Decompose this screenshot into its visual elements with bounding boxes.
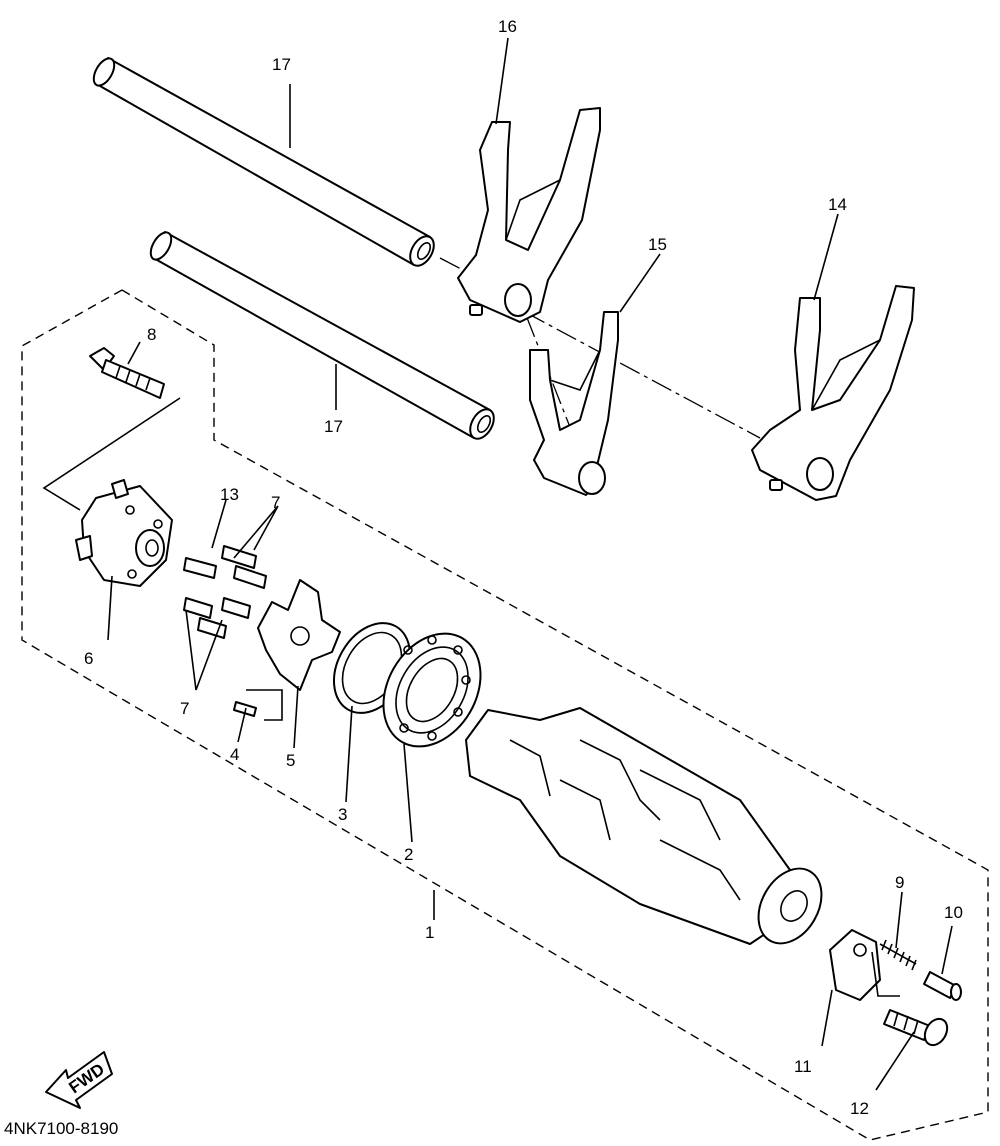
leader-pins-5 xyxy=(246,689,283,721)
label-part-17-lower: 17 xyxy=(324,417,343,436)
label-part-4: 4 xyxy=(230,745,239,764)
shift-fork-15 xyxy=(529,311,619,496)
fwd-arrow-icon: FWD xyxy=(45,1051,113,1109)
label-part-10: 10 xyxy=(944,903,963,922)
label-part-2: 2 xyxy=(404,845,413,864)
label-part-13: 13 xyxy=(220,485,239,504)
shift-drum-1 xyxy=(465,707,823,945)
label-part-6: 6 xyxy=(84,649,93,668)
shift-fork-16 xyxy=(457,107,601,323)
label-part-11: 11 xyxy=(794,1057,812,1076)
bearing-2 xyxy=(382,632,482,748)
label-part-16: 16 xyxy=(498,17,517,36)
label-part-12: 12 xyxy=(850,1099,869,1118)
shift-cam-segment-6 xyxy=(75,479,173,587)
part-labels: 1 2 3 4 5 6 7 7 8 9 10 11 12 13 14 15 16… xyxy=(84,17,963,1118)
bolt-8 xyxy=(89,347,165,399)
spring-9 xyxy=(879,939,917,971)
label-part-17-upper: 17 xyxy=(272,55,291,74)
leader-screw-12 xyxy=(871,951,900,997)
label-part-5: 5 xyxy=(286,751,295,770)
star-plate-5 xyxy=(257,579,341,691)
shift-fork-14 xyxy=(751,285,915,501)
pins-group xyxy=(183,545,267,639)
drawing-code: 4NK7100-8190 xyxy=(4,1119,118,1138)
label-part-14: 14 xyxy=(828,195,847,214)
label-part-7-upper: 7 xyxy=(271,493,280,512)
label-part-7-lower: 7 xyxy=(180,699,189,718)
shift-fork-shaft-lower xyxy=(149,231,495,440)
leader-lines xyxy=(107,37,953,1091)
label-part-3: 3 xyxy=(338,805,347,824)
screw-12 xyxy=(883,1009,949,1047)
stopper-plate-11 xyxy=(829,929,881,1001)
label-part-1: 1 xyxy=(425,923,434,942)
label-part-8: 8 xyxy=(147,325,156,344)
leader-bolt-8 xyxy=(42,397,181,511)
detent-pin-10 xyxy=(923,971,962,1001)
label-part-9: 9 xyxy=(895,873,904,892)
shift-fork-shaft-upper xyxy=(92,57,435,267)
assembly-boundary xyxy=(21,289,989,1141)
label-part-15: 15 xyxy=(648,235,667,254)
